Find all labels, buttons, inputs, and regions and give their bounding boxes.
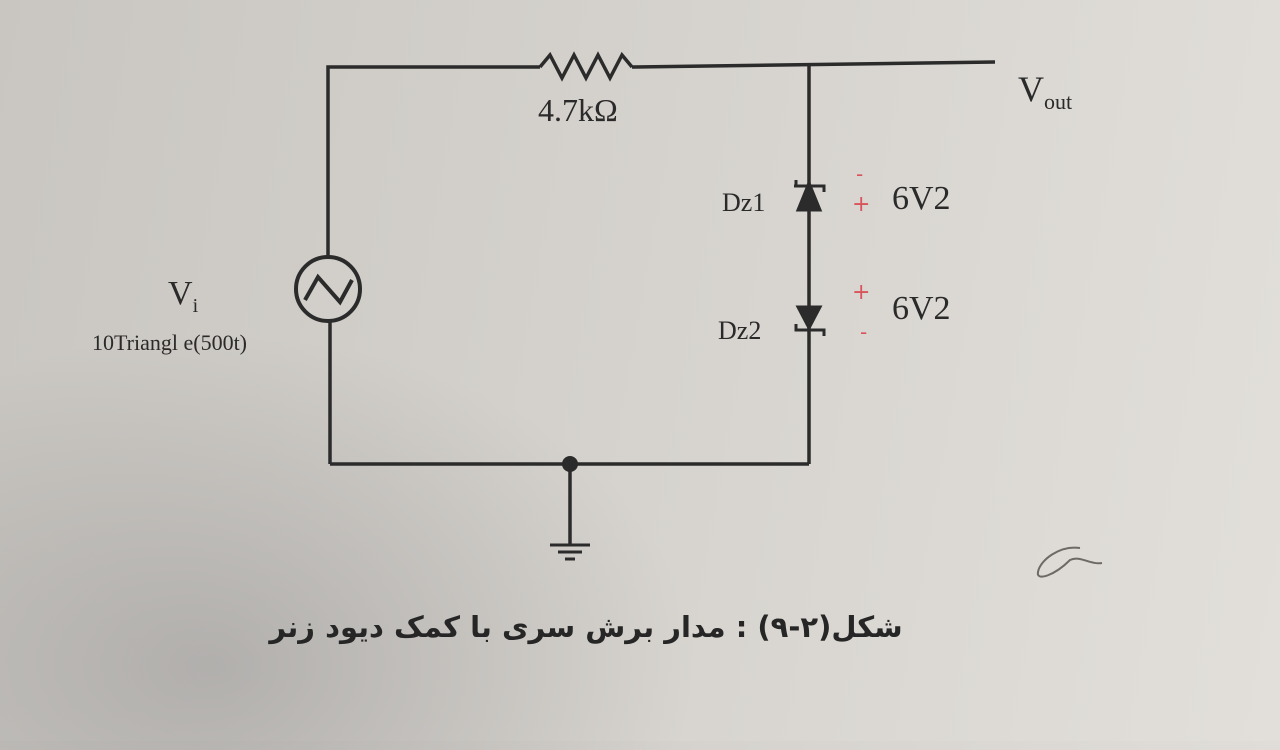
zener2-label: Dz2 [718,316,762,345]
zener2-polarity-top: + [852,280,871,305]
zener1-polarity-bottom: + [852,192,871,217]
handwritten-mark [1036,546,1103,578]
ac-source-icon [294,255,362,323]
figure-caption: شکل(۲-۹) : مدار برش سری با کمک دیود زنر [269,610,903,644]
zener1-voltage: 6V2 [892,180,951,217]
zener1-polarity-top: - [856,162,864,186]
source-name: V [168,275,193,312]
ground-icon [550,543,590,561]
wire-top-right [631,60,996,69]
source-subscript: i [192,294,199,317]
wire-top-left [326,65,540,300]
junction-dot [562,456,578,472]
source-expression: 10Triangl e(500t) [92,330,248,355]
zener2-voltage: 6V2 [892,290,951,327]
zener1-label: Dz1 [722,188,766,217]
resistor-label: 4.7kΩ [538,92,618,128]
shadow [0,330,700,750]
output-label: Vout [1018,68,1072,115]
output-subscript: out [1044,89,1073,115]
zener-diode-2-icon [794,305,826,336]
resistor-symbol [538,51,634,82]
zener2-polarity-bottom: - [860,320,868,344]
source-label: Vi [168,275,198,318]
zener-diode-1-icon [794,179,826,212]
output-name: V [1018,69,1044,109]
